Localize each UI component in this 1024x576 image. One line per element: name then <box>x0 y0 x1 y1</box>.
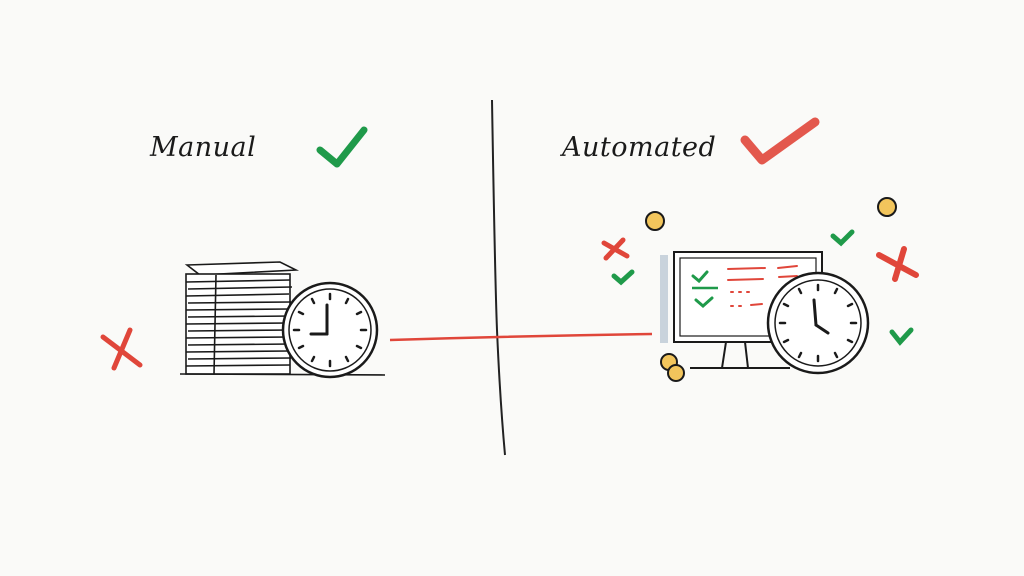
clock-icon <box>281 281 379 379</box>
screen-check-1 <box>691 270 709 284</box>
connector-line <box>389 332 653 342</box>
clock-icon <box>766 271 870 375</box>
red-x-icon <box>601 237 630 261</box>
red-x-icon <box>876 246 919 282</box>
manual-label: Manual <box>150 132 257 163</box>
green-check-icon <box>830 229 855 247</box>
monitor-shadow <box>660 255 668 343</box>
green-check-icon <box>889 327 914 346</box>
automated-label: Automated <box>562 132 717 163</box>
green-check-icon <box>611 269 635 286</box>
coin-icon <box>645 197 897 382</box>
red-x-icon <box>100 327 143 371</box>
red-check-icon <box>740 117 820 165</box>
green-check-icon <box>316 126 368 168</box>
paper-stack-icon <box>179 261 386 376</box>
screen-check-2 <box>694 296 714 308</box>
divider-line <box>491 99 506 456</box>
